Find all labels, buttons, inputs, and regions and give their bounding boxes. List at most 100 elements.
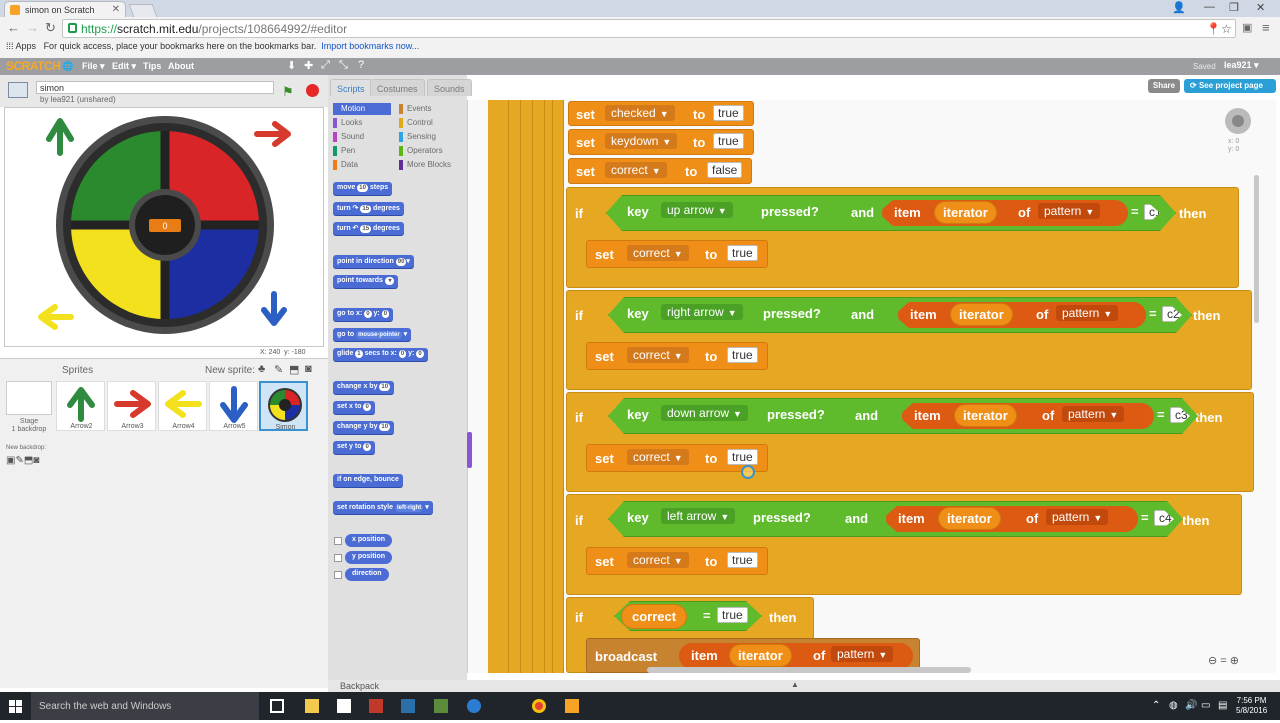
key-dropdown[interactable]: left arrow▼ bbox=[661, 508, 735, 524]
category-looks[interactable]: Looks bbox=[333, 117, 391, 129]
iterator-var[interactable]: iterator bbox=[954, 404, 1017, 427]
close-window-icon[interactable]: ✕ bbox=[1256, 2, 1266, 14]
bookmark-star-icon[interactable]: ☆ bbox=[1221, 22, 1232, 36]
minecraft-icon[interactable] bbox=[434, 699, 448, 713]
category-pen[interactable]: Pen bbox=[333, 145, 391, 157]
simon-game-board[interactable]: 0 bbox=[56, 116, 274, 334]
task-view-icon[interactable] bbox=[270, 699, 284, 713]
browser-tab[interactable]: simon on Scratch ✕ bbox=[4, 1, 126, 17]
set-correct-true-1[interactable]: set correct▼ to true bbox=[586, 240, 768, 268]
chrome-icon[interactable] bbox=[532, 699, 546, 713]
arrow-up-sprite[interactable] bbox=[46, 118, 74, 156]
reporter-direction[interactable]: direction bbox=[345, 568, 389, 581]
list-dropdown[interactable]: pattern▼ bbox=[1062, 406, 1124, 422]
horizontal-scrollbar[interactable] bbox=[647, 667, 971, 673]
sprite-thumb-arrow2[interactable]: Arrow2 bbox=[56, 381, 105, 431]
set-keydown-block[interactable]: set keydown▼ to true bbox=[568, 129, 754, 155]
battery-icon[interactable]: ▭ bbox=[1201, 700, 1211, 711]
arrow-down-sprite[interactable] bbox=[261, 291, 287, 326]
iterator-var[interactable]: iterator bbox=[938, 507, 1001, 530]
value-input[interactable]: true bbox=[713, 105, 744, 121]
shrink-icon[interactable]: ⤡ bbox=[339, 59, 348, 71]
item-of-pattern[interactable]: item iterator of pattern▼ bbox=[886, 506, 1138, 532]
profile-icon[interactable]: 👤 bbox=[1172, 2, 1186, 14]
network-icon[interactable]: ◍ bbox=[1169, 700, 1178, 711]
key-pressed-down[interactable]: key down arrow▼ pressed? bbox=[611, 402, 849, 430]
equals-c2[interactable]: item iterator of pattern▼ = c2 bbox=[894, 301, 1182, 329]
backpack-bar[interactable]: Backpack▲ bbox=[328, 680, 1280, 692]
set-correct-true-4[interactable]: set correct▼ to true bbox=[586, 547, 768, 575]
location-icon[interactable]: 📍 bbox=[1206, 22, 1221, 36]
block-change-y[interactable]: change y by 10 bbox=[333, 421, 395, 434]
block-point-in-direction[interactable]: point in direction 90▾ bbox=[333, 255, 414, 268]
about-menu[interactable]: About bbox=[168, 61, 194, 71]
paint-backdrop-icon[interactable]: ✎ bbox=[15, 455, 24, 466]
edit-menu[interactable]: Edit ▾ bbox=[112, 61, 137, 71]
volume-icon[interactable]: 🔊 bbox=[1185, 700, 1198, 711]
apps-grid-icon[interactable]: ⁞⁞⁞ bbox=[6, 41, 14, 51]
variable-dropdown[interactable]: correct▼ bbox=[627, 552, 689, 568]
variable-dropdown[interactable]: correct▼ bbox=[627, 245, 689, 261]
value-input[interactable]: true bbox=[713, 133, 744, 149]
apps-link[interactable]: Apps bbox=[15, 41, 37, 51]
new-tab-button[interactable] bbox=[128, 4, 158, 17]
vertical-scrollbar[interactable] bbox=[1254, 175, 1259, 323]
backdrop-library-icon[interactable]: ▣ bbox=[6, 455, 16, 466]
app-icon-s[interactable] bbox=[401, 699, 415, 713]
variable-dropdown[interactable]: keydown▼ bbox=[605, 133, 678, 149]
grow-icon[interactable]: ⤢ bbox=[321, 59, 330, 71]
block-go-to-xy[interactable]: go to x: 0 y: 0 bbox=[333, 308, 394, 321]
paint-sprite-icon[interactable]: ✎ bbox=[274, 364, 284, 376]
store-icon[interactable] bbox=[337, 699, 351, 713]
block-set-y[interactable]: set y to 0 bbox=[333, 441, 375, 454]
block-point-towards[interactable]: point towards ▾ bbox=[333, 275, 398, 288]
equals-c3[interactable]: item iterator of pattern▼ = c3 bbox=[898, 402, 1190, 430]
block-bounce[interactable]: if on edge, bounce bbox=[333, 474, 403, 487]
list-dropdown[interactable]: pattern▼ bbox=[831, 646, 894, 662]
tips-menu[interactable]: Tips bbox=[143, 61, 162, 71]
camera-icon[interactable]: ◙ bbox=[305, 363, 312, 375]
set-correct-true-2[interactable]: set correct▼ to true bbox=[586, 342, 768, 370]
variable-dropdown[interactable]: correct▼ bbox=[627, 347, 689, 363]
block-turn-right[interactable]: turn ↷ 15 degrees bbox=[333, 202, 404, 215]
reporter-x-position[interactable]: x position bbox=[345, 534, 393, 547]
zoom-reset-icon[interactable]: = bbox=[1220, 655, 1227, 667]
key-dropdown[interactable]: up arrow▼ bbox=[661, 202, 733, 218]
zoom-out-icon[interactable]: ⊖ bbox=[1208, 655, 1218, 667]
iterator-var[interactable]: iterator bbox=[729, 644, 792, 667]
small-stage-button[interactable] bbox=[8, 82, 28, 98]
upload-sprite-icon[interactable]: ⬒ bbox=[289, 364, 300, 376]
sprite-thumb-arrow3[interactable]: Arrow3 bbox=[107, 381, 156, 431]
scratch-app-icon[interactable] bbox=[565, 699, 579, 713]
value-input[interactable]: true bbox=[727, 245, 758, 261]
backpack-toggle-icon[interactable]: ▲ bbox=[791, 680, 799, 689]
set-correct-false-block[interactable]: set correct▼ to false bbox=[568, 158, 752, 184]
item-of-pattern[interactable]: item iterator of pattern▼ bbox=[882, 200, 1128, 226]
list-dropdown[interactable]: pattern▼ bbox=[1056, 305, 1118, 321]
key-dropdown[interactable]: down arrow▼ bbox=[661, 405, 748, 421]
variable-dropdown[interactable]: correct▼ bbox=[605, 162, 667, 178]
block-rotation-style[interactable]: set rotation style left-right ▾ bbox=[333, 501, 433, 514]
item-of-pattern[interactable]: item iterator of pattern▼ bbox=[898, 302, 1146, 328]
sprite-library-icon[interactable]: ♣ bbox=[258, 363, 266, 375]
backdrop-camera-icon[interactable]: ◙ bbox=[33, 455, 40, 466]
iterator-var[interactable]: iterator bbox=[950, 303, 1013, 326]
value-input[interactable]: false bbox=[707, 162, 743, 178]
stage[interactable]: 0 bbox=[4, 107, 324, 347]
green-flag-icon[interactable]: ⚑ bbox=[282, 84, 294, 99]
y-position-checkbox[interactable] bbox=[334, 554, 342, 562]
block-move-steps[interactable]: move 10 steps bbox=[333, 182, 393, 195]
equals-c1[interactable]: item iterator of pattern▼ = c1 bbox=[878, 199, 1160, 227]
tray-chevron-icon[interactable]: ⌃ bbox=[1152, 700, 1161, 711]
block-set-x[interactable]: set x to 0 bbox=[333, 401, 375, 414]
app-icon-shield[interactable] bbox=[369, 699, 383, 713]
file-menu[interactable]: File ▾ bbox=[82, 61, 105, 71]
set-checked-block[interactable]: set checked▼ to true bbox=[568, 101, 754, 126]
set-correct-true-3[interactable]: set correct▼ to true bbox=[586, 444, 768, 472]
stop-icon[interactable] bbox=[306, 84, 319, 97]
tab-close-icon[interactable]: ✕ bbox=[111, 4, 120, 15]
duplicate-icon[interactable]: ⬇ bbox=[287, 60, 297, 72]
block-turn-left[interactable]: turn ↶ 15 degrees bbox=[333, 222, 404, 235]
sprite-thumb-arrow5[interactable]: Arrow5 bbox=[209, 381, 258, 431]
category-sensing[interactable]: Sensing bbox=[399, 131, 457, 143]
